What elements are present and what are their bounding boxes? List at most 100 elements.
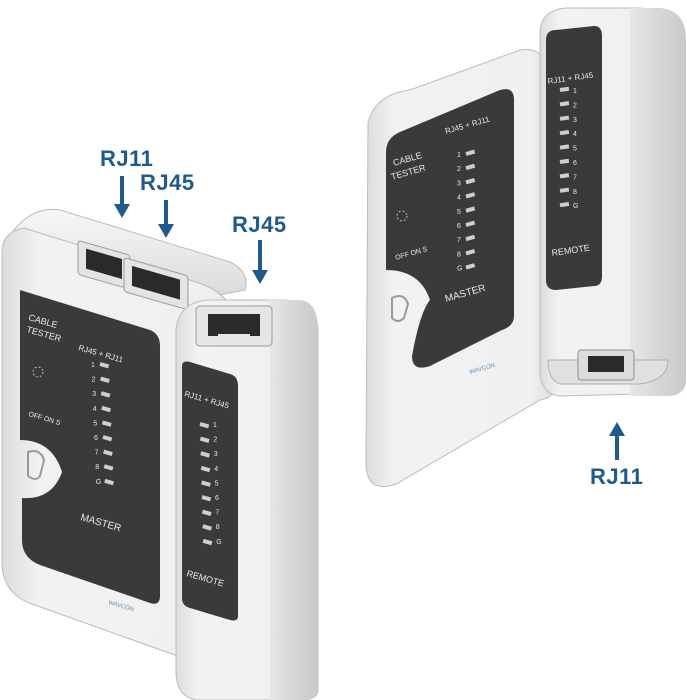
led-indicator [201, 495, 212, 502]
remote-led-column-right: 1 2 3 4 5 6 7 8G [559, 86, 578, 210]
rj11-port-remote [577, 349, 635, 381]
led-indicator [465, 248, 476, 256]
led-indicator [199, 436, 210, 444]
rj45-port-master [123, 257, 189, 310]
pin-label: 8 [457, 251, 461, 258]
remote-led-column: 1 2 3 4 5 6 7 8G [199, 422, 222, 546]
led-indicator [465, 177, 476, 185]
pin-label: 8 [95, 464, 99, 471]
rj45-port-remote [195, 305, 273, 347]
pin-label: 5 [93, 420, 97, 427]
pin-label: 3 [214, 451, 218, 458]
pin-label: G [457, 266, 462, 273]
led-indicator [559, 86, 570, 92]
pin-label: 2 [213, 437, 217, 444]
master-led-column-right: 1 2 3 4 5 6 7 8G [457, 149, 476, 273]
led-indicator [559, 201, 570, 208]
led-indicator [99, 362, 110, 369]
pin-label: 5 [457, 209, 461, 216]
led-indicator [201, 509, 212, 517]
pin-label: 6 [573, 160, 577, 167]
pin-label: 7 [457, 237, 461, 244]
led-indicator [465, 234, 476, 242]
led-indicator [465, 163, 476, 171]
label-rj45-remote: RJ45 [232, 212, 287, 237]
led-indicator [465, 220, 476, 227]
pin-label: 2 [92, 377, 96, 384]
led-indicator [201, 480, 211, 487]
master-front-panel-right [386, 89, 514, 368]
led-indicator [465, 206, 476, 213]
power-led-icon-right [396, 210, 408, 222]
led-indicator [202, 538, 213, 546]
pin-label: 5 [573, 146, 577, 153]
pin-label: 8 [573, 189, 577, 196]
led-indicator [199, 422, 210, 429]
led-indicator [559, 144, 570, 150]
led-indicator [559, 129, 570, 136]
pin-label: 4 [573, 131, 577, 138]
pin-label: 1 [457, 152, 461, 159]
arrow-down-icon [114, 176, 130, 218]
led-indicator [559, 187, 570, 193]
led-indicator [102, 435, 113, 442]
led-indicator [465, 263, 476, 270]
pin-label: 4 [214, 466, 218, 473]
pin-label: 1 [91, 362, 95, 369]
master-led-column: 1 2 3 4 5 6 7 8G [91, 362, 115, 486]
led-indicator [103, 449, 113, 457]
led-indicator [100, 391, 111, 398]
led-indicator [101, 420, 112, 427]
pin-label: 7 [573, 174, 577, 181]
pin-label: 6 [215, 495, 219, 502]
callout-arrows [114, 176, 625, 460]
pin-label: 5 [215, 480, 219, 487]
led-indicator [101, 405, 112, 413]
master-front-panel [20, 290, 160, 604]
arrow-up-icon [609, 422, 625, 460]
led-indicator [200, 451, 211, 458]
led-indicator [104, 478, 115, 486]
led-indicator [465, 192, 476, 199]
led-indicator [202, 524, 213, 531]
pin-label: G [573, 203, 578, 210]
pin-label: 3 [573, 117, 577, 124]
label-rj11-right: RJ11 [590, 464, 644, 489]
led-indicator [559, 173, 570, 179]
pin-label: 7 [95, 450, 99, 457]
remote-front-panel-right [546, 26, 602, 290]
remote-front-panel [182, 361, 238, 621]
arrow-down-icon [158, 200, 174, 238]
pin-label: 1 [213, 422, 217, 429]
pin-label: 2 [457, 166, 461, 173]
pin-label: 3 [457, 180, 461, 187]
led-indicator [559, 115, 570, 121]
pin-label: 1 [573, 88, 577, 95]
label-rj11-left: RJ11 [100, 146, 154, 171]
led-indicator [465, 149, 476, 156]
led-indicator [559, 101, 570, 107]
label-rj45-left: RJ45 [140, 170, 195, 195]
led-indicator [100, 376, 110, 384]
led-indicator [103, 464, 114, 471]
pin-label: G [96, 479, 101, 486]
pin-label: 4 [93, 406, 97, 413]
pin-label: 6 [457, 223, 461, 230]
power-led-icon [32, 366, 44, 378]
pin-label: 3 [92, 391, 96, 398]
pin-label: 7 [215, 510, 219, 517]
pin-label: G [216, 539, 221, 546]
led-indicator [200, 465, 211, 473]
led-indicator [559, 158, 570, 164]
pin-label: 2 [573, 102, 577, 109]
pin-label: 6 [94, 435, 98, 442]
pin-label: 8 [216, 524, 220, 531]
pin-label: 4 [457, 195, 461, 202]
rj11-port-master [77, 240, 131, 290]
arrow-down-icon [252, 240, 268, 284]
